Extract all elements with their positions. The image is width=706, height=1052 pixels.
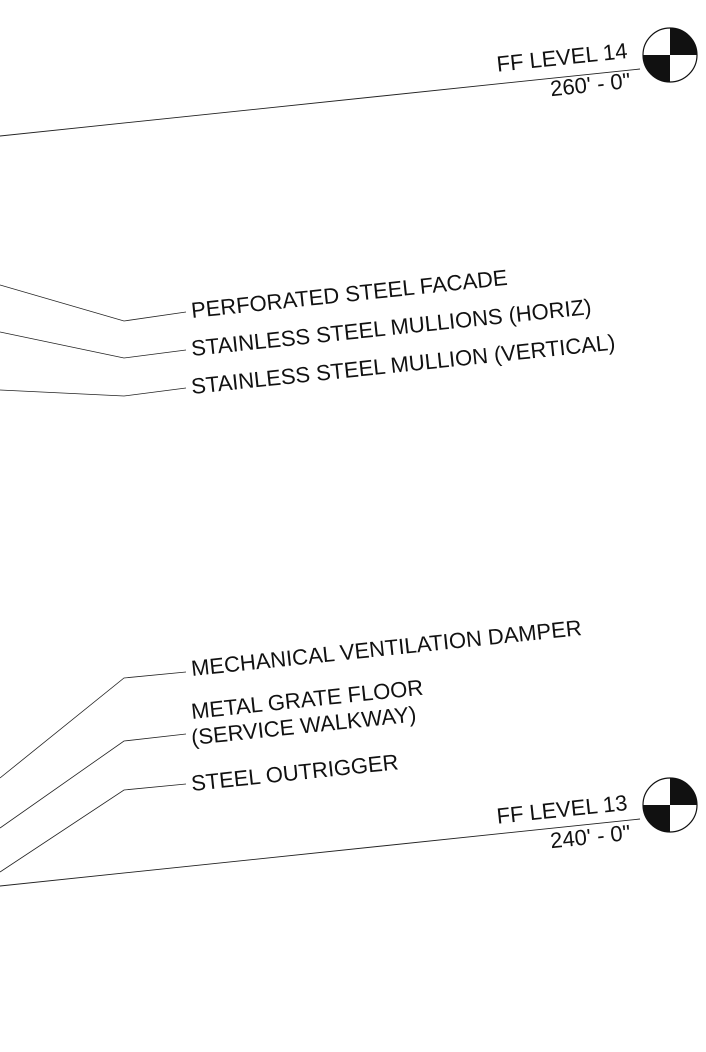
level-14-line xyxy=(0,68,641,137)
level-13-marker-icon xyxy=(642,777,698,833)
leader-mechanical-ventilation-damper xyxy=(0,671,187,779)
level-13-elevation: 240' - 0" xyxy=(549,820,632,853)
leader-perforated-steel-facade xyxy=(0,284,187,322)
leader-steel-outrigger xyxy=(0,783,187,873)
level-14-marker-icon xyxy=(642,27,698,83)
leader-stainless-steel-mullions-horiz xyxy=(0,331,187,359)
leader-stainless-steel-mullion-vertical xyxy=(0,387,187,397)
level-14-elevation: 260' - 0" xyxy=(549,68,632,101)
callout-steel-outrigger: STEEL OUTRIGGER xyxy=(190,749,400,796)
level-13-line xyxy=(0,818,641,887)
leader-metal-grate-floor xyxy=(0,733,187,829)
callout-mechanical-ventilation-damper: MECHANICAL VENTILATION DAMPER xyxy=(190,615,583,681)
